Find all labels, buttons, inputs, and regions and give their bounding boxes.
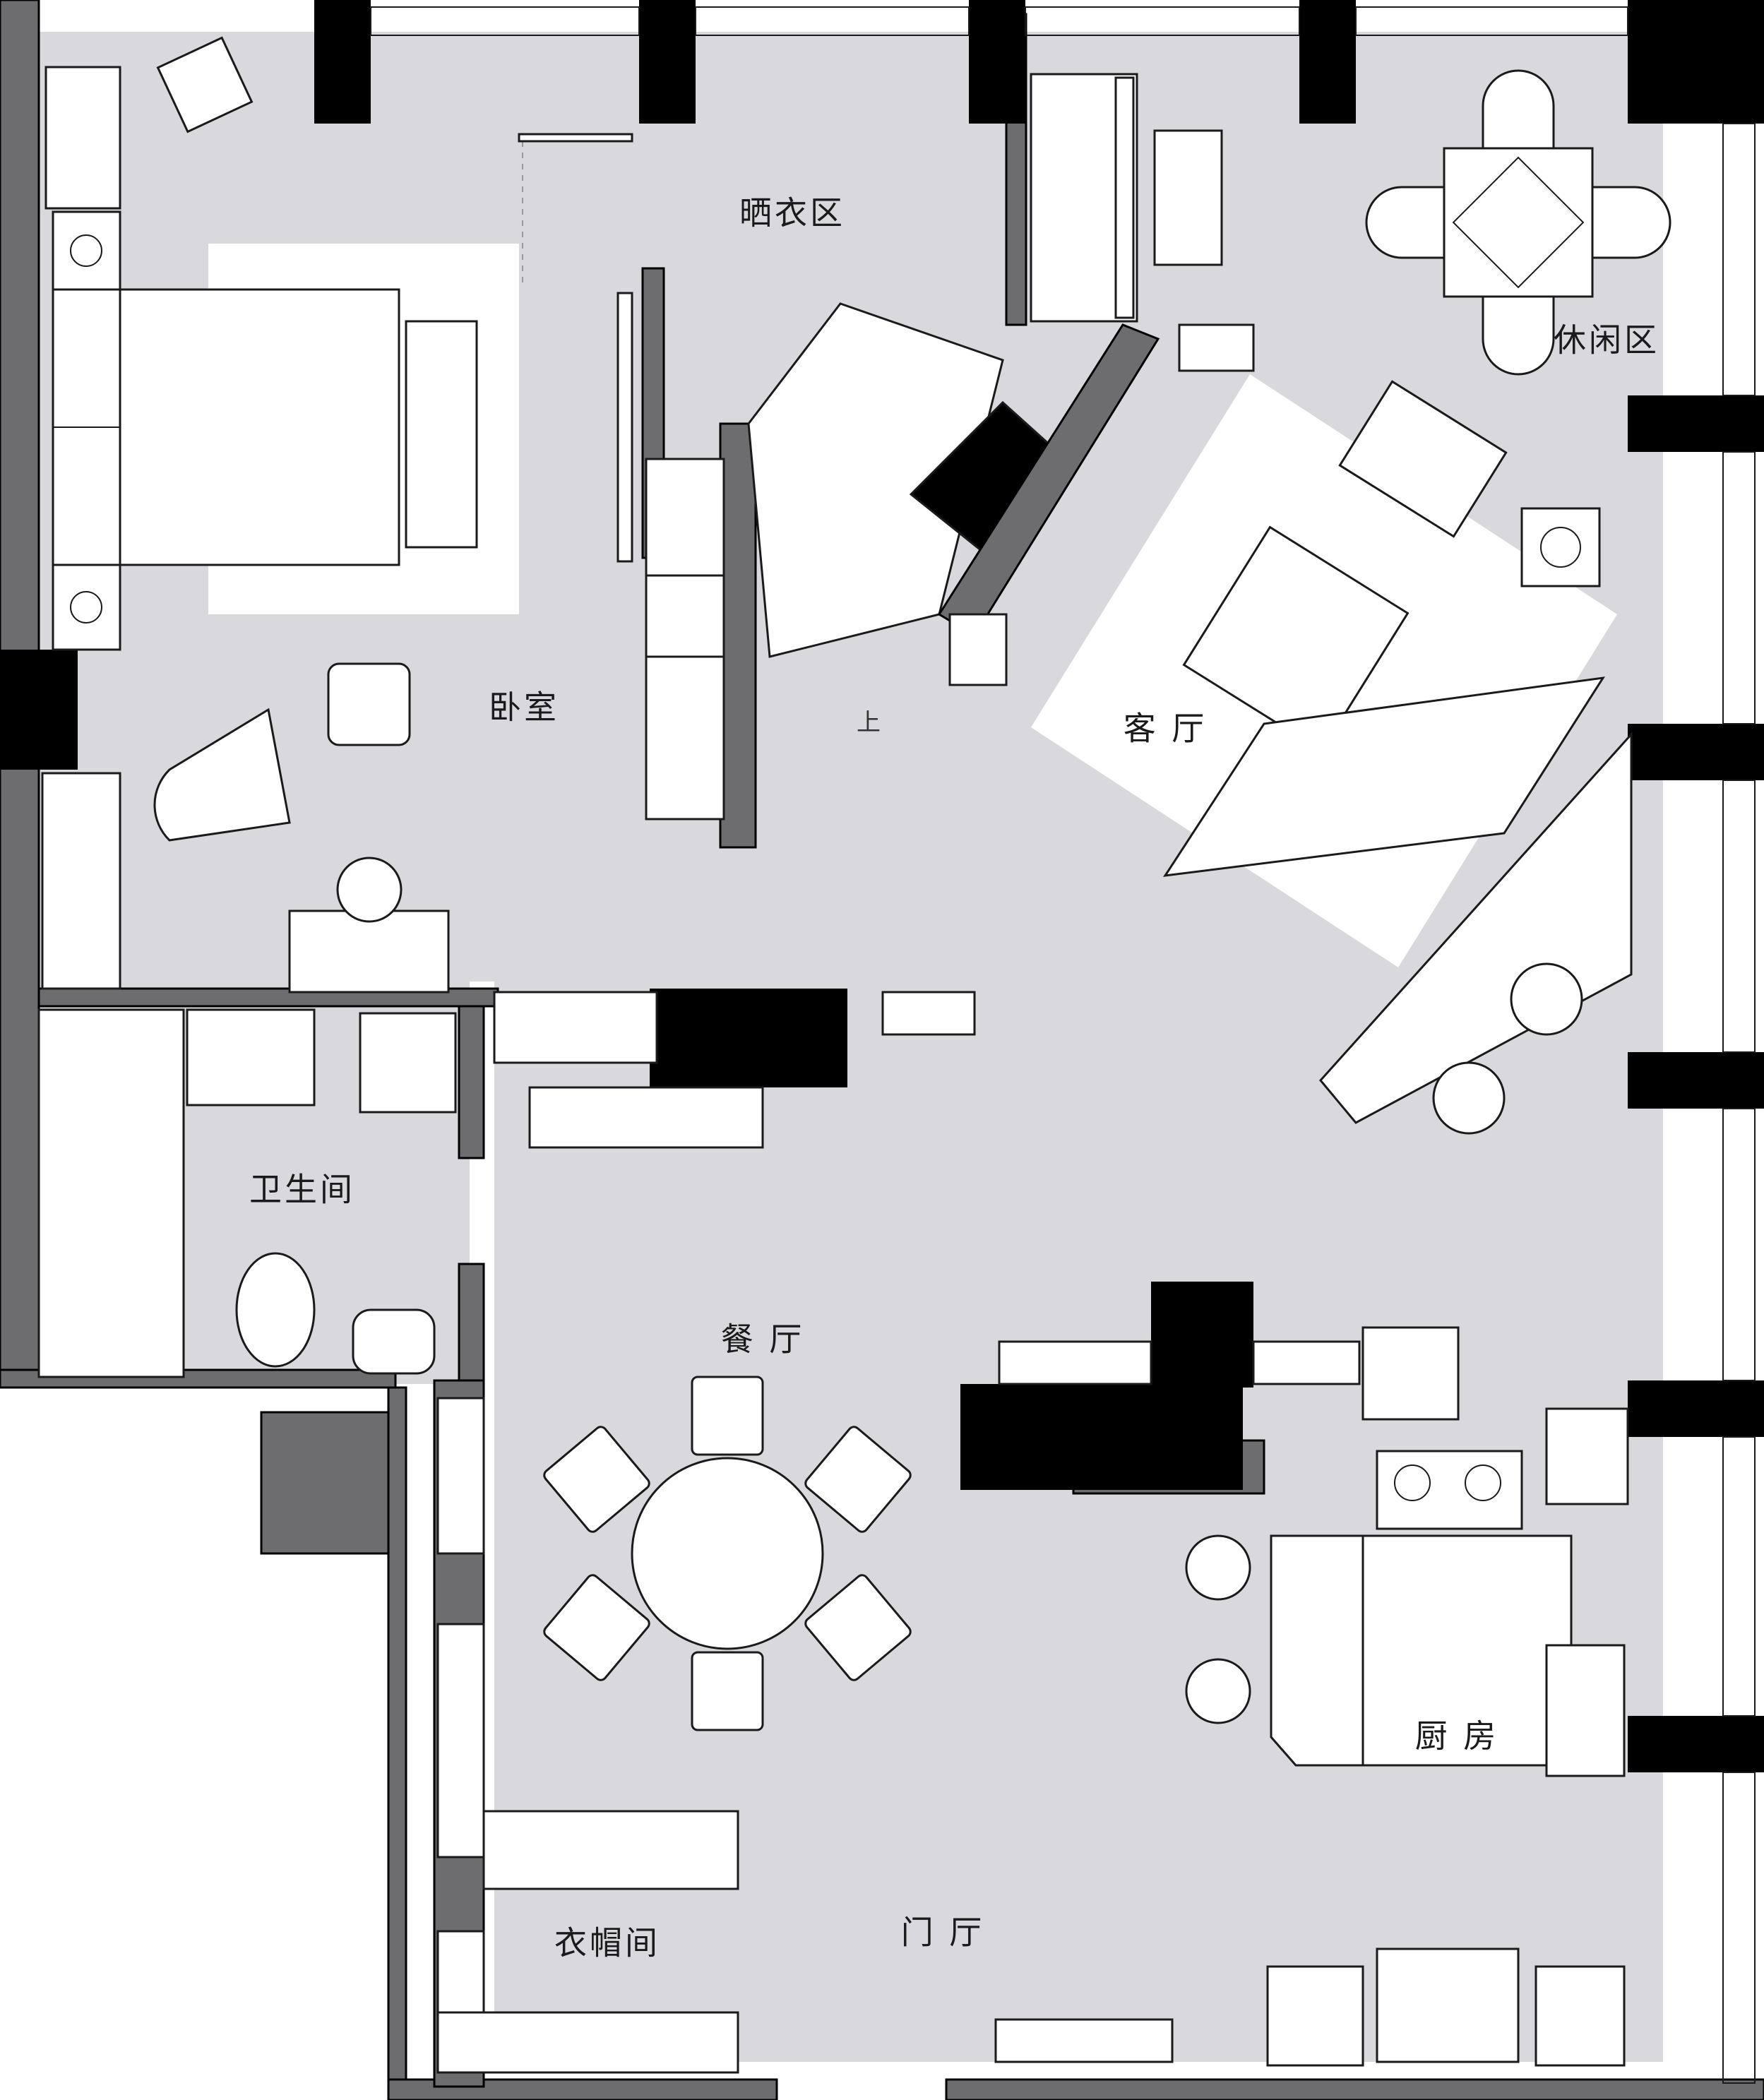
label-bathroom: 卫生间 (249, 1171, 355, 1209)
label-kitchen: 厨 房 (1415, 1717, 1499, 1755)
label-cloakroom: 衣帽间 (554, 1924, 660, 1962)
stairs (645, 302, 1255, 821)
label-bedroom: 卧室 (489, 688, 559, 727)
bedroom-furniture (41, 36, 633, 994)
label-foyer: 门 厅 (901, 1914, 985, 1952)
living-room-furniture (1031, 374, 1633, 1135)
label-leisure-area: 休闲区 (1554, 321, 1659, 359)
piano (1030, 73, 1223, 323)
leisure-table-set (1365, 69, 1671, 376)
windows (370, 6, 1756, 2084)
label-dining-room: 餐 厅 (721, 1320, 805, 1359)
label-living-room: 客 厅 (1124, 710, 1208, 748)
label-stairs-up: 上 (857, 709, 881, 737)
label-drying-area: 晒衣区 (739, 194, 845, 232)
columns (0, 0, 1764, 1772)
cabinets (436, 991, 1460, 2074)
dining-set (543, 1376, 912, 1731)
room-labels: 卧室 晒衣区 客 厅 休闲区 卫生间 餐 厅 厨 房 衣帽间 门 厅 上 (249, 194, 1659, 1962)
bathroom-fixtures (37, 1008, 457, 1378)
kitchen-fixtures (1185, 1407, 1629, 2067)
